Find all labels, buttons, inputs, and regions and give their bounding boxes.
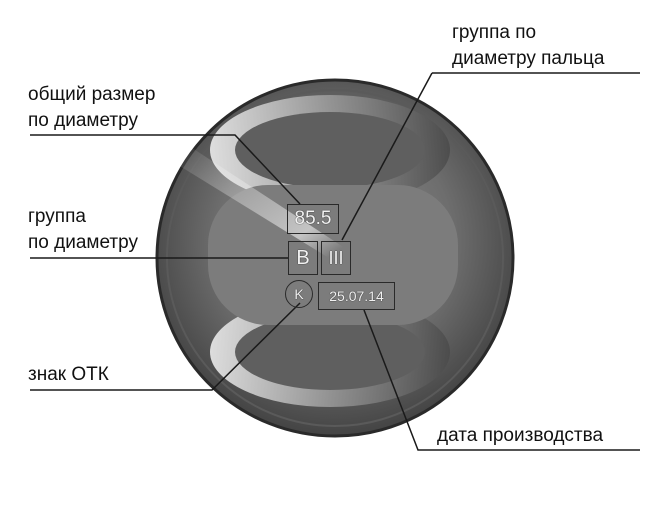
label-diameter-group: группа по диаметру (28, 204, 138, 256)
stamp-diameter-group: B (288, 241, 318, 275)
leader-pin-group (341, 72, 433, 241)
label-production-date: дата производства (437, 425, 604, 446)
label-overall-size: общий размер по диаметру (28, 82, 155, 134)
stamp-size: 85.5 (287, 204, 339, 234)
leader-overall-size (30, 134, 301, 205)
leader-otk (30, 302, 301, 391)
otk-mark-icon: K (285, 280, 313, 308)
valve-pocket-bottom-inner (235, 314, 425, 390)
stamp-pin-group: III (321, 241, 351, 275)
light-sheen (170, 140, 470, 345)
leader-production-date (363, 309, 640, 451)
valve-pocket-top-inner (235, 112, 425, 188)
label-diameter-group-line1: группа (28, 206, 86, 227)
label-otk-mark: знак ОТК (28, 364, 109, 385)
label-overall-size-line1: общий размер (28, 84, 156, 105)
label-pin-group-line1: группа по (452, 22, 537, 43)
label-pin-group-line2: диаметру пальца (452, 48, 605, 69)
stamp-date: 25.07.14 (318, 282, 395, 310)
leader-lines (30, 72, 640, 451)
label-diameter-group-line2: по диаметру (28, 232, 138, 253)
label-overall-size-line2: по диаметру (28, 110, 138, 131)
label-pin-group: группа по диаметру пальца (452, 20, 604, 72)
